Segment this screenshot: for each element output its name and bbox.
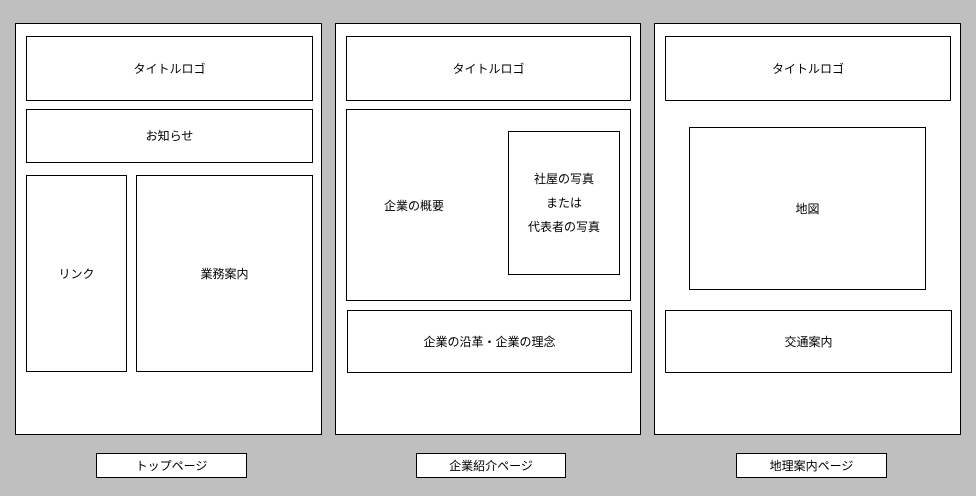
photo-label-line2: または — [545, 196, 582, 210]
company-page-caption-label: 企業紹介ページ — [449, 459, 533, 473]
photo-label-line3: 代表者の写真 — [527, 220, 600, 234]
top-page-caption: トップページ — [96, 453, 247, 478]
geo-page-caption-label: 地理案内ページ — [769, 459, 854, 473]
geo-title-logo-label: タイトルロゴ — [771, 61, 844, 76]
links-label: リンク — [58, 266, 95, 281]
transport-box: 交通案内 — [665, 310, 952, 373]
map-label: 地図 — [795, 201, 820, 216]
map-box: 地図 — [689, 127, 926, 290]
top-title-logo-box: タイトルロゴ — [26, 36, 313, 101]
history-label: 企業の沿革・企業の理念 — [423, 334, 556, 349]
geo-page-panel: タイトルロゴ 地図 交通案内 — [654, 23, 961, 435]
links-box: リンク — [26, 175, 127, 372]
photo-label-line1: 社屋の写真 — [533, 172, 594, 186]
company-page-panel: タイトルロゴ 企業の概要 社屋の写真 または 代表者の写真 企業の沿革・企業の理… — [335, 23, 641, 435]
services-label: 業務案内 — [200, 266, 249, 281]
geo-page-caption: 地理案内ページ — [736, 453, 887, 478]
top-page-caption-label: トップページ — [135, 459, 208, 473]
company-title-logo-label: タイトルロゴ — [452, 61, 525, 76]
history-box: 企業の沿革・企業の理念 — [347, 310, 632, 373]
photo-box: 社屋の写真 または 代表者の写真 — [508, 131, 620, 275]
services-box: 業務案内 — [136, 175, 313, 372]
top-title-logo-label: タイトルロゴ — [133, 61, 206, 76]
news-label: お知らせ — [145, 129, 194, 143]
overview-label: 企業の概要 — [384, 199, 445, 213]
company-title-logo-box: タイトルロゴ — [346, 36, 631, 101]
top-page-panel: タイトルロゴ お知らせ リンク 業務案内 — [15, 23, 322, 435]
geo-title-logo-box: タイトルロゴ — [665, 36, 951, 101]
transport-label: 交通案内 — [784, 334, 833, 349]
company-page-caption: 企業紹介ページ — [416, 453, 566, 478]
news-box: お知らせ — [26, 109, 313, 163]
